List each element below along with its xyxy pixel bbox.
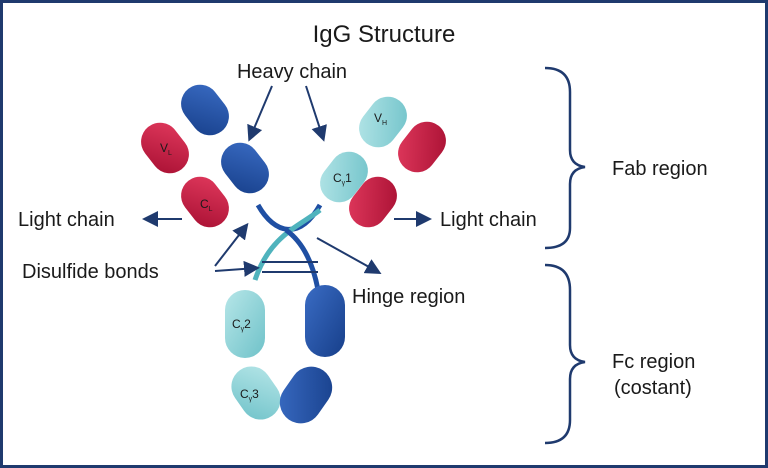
light-chain-label-left: Light chain xyxy=(18,209,115,231)
cg2-domain xyxy=(225,290,265,358)
heavy-chain-label: Heavy chain xyxy=(237,61,347,83)
vl-domain xyxy=(141,122,189,174)
heavy-chain-arrow-right xyxy=(305,85,327,142)
vh-domain-right xyxy=(359,96,407,148)
fab-brace xyxy=(544,66,586,250)
vh-domain-left xyxy=(181,84,229,136)
cl-domain xyxy=(181,176,229,228)
disulfide-arrow-up xyxy=(214,222,249,267)
cg2-label: Cγ2 xyxy=(232,317,251,333)
fc-region-label: Fc region xyxy=(612,351,695,373)
hinge-strand-dark-down xyxy=(284,227,321,291)
diagram-title: IgG Structure xyxy=(313,21,456,48)
cg1-domain xyxy=(320,151,368,203)
hinge-region-label: Hinge region xyxy=(352,286,465,308)
light-chain-label-right: Light chain xyxy=(440,209,537,231)
cl-domain-right xyxy=(349,176,397,228)
fc-region-sublabel: (costant) xyxy=(614,377,692,399)
cl-label: CL xyxy=(200,197,213,213)
vh-label: VH xyxy=(374,111,387,127)
vl-domain-right xyxy=(398,121,446,173)
vl-label: VL xyxy=(160,141,172,157)
fc-brace xyxy=(544,263,586,445)
ch3-domain-dark xyxy=(279,366,333,424)
hinge-strand-light xyxy=(252,208,322,281)
ch1-domain-left xyxy=(221,142,269,194)
fab-region-label: Fab region xyxy=(612,158,708,180)
cg3-label: Cγ3 xyxy=(240,387,259,403)
hinge-arrow xyxy=(316,237,382,274)
ch2-domain-dark xyxy=(305,285,345,357)
heavy-chain-arrow-left xyxy=(247,85,273,142)
disulfide-bonds-label: Disulfide bonds xyxy=(22,261,159,283)
disulfide-arrow-right xyxy=(214,260,260,277)
cg1-label: Cγ1 xyxy=(333,171,352,187)
cg3-domain xyxy=(231,366,281,420)
